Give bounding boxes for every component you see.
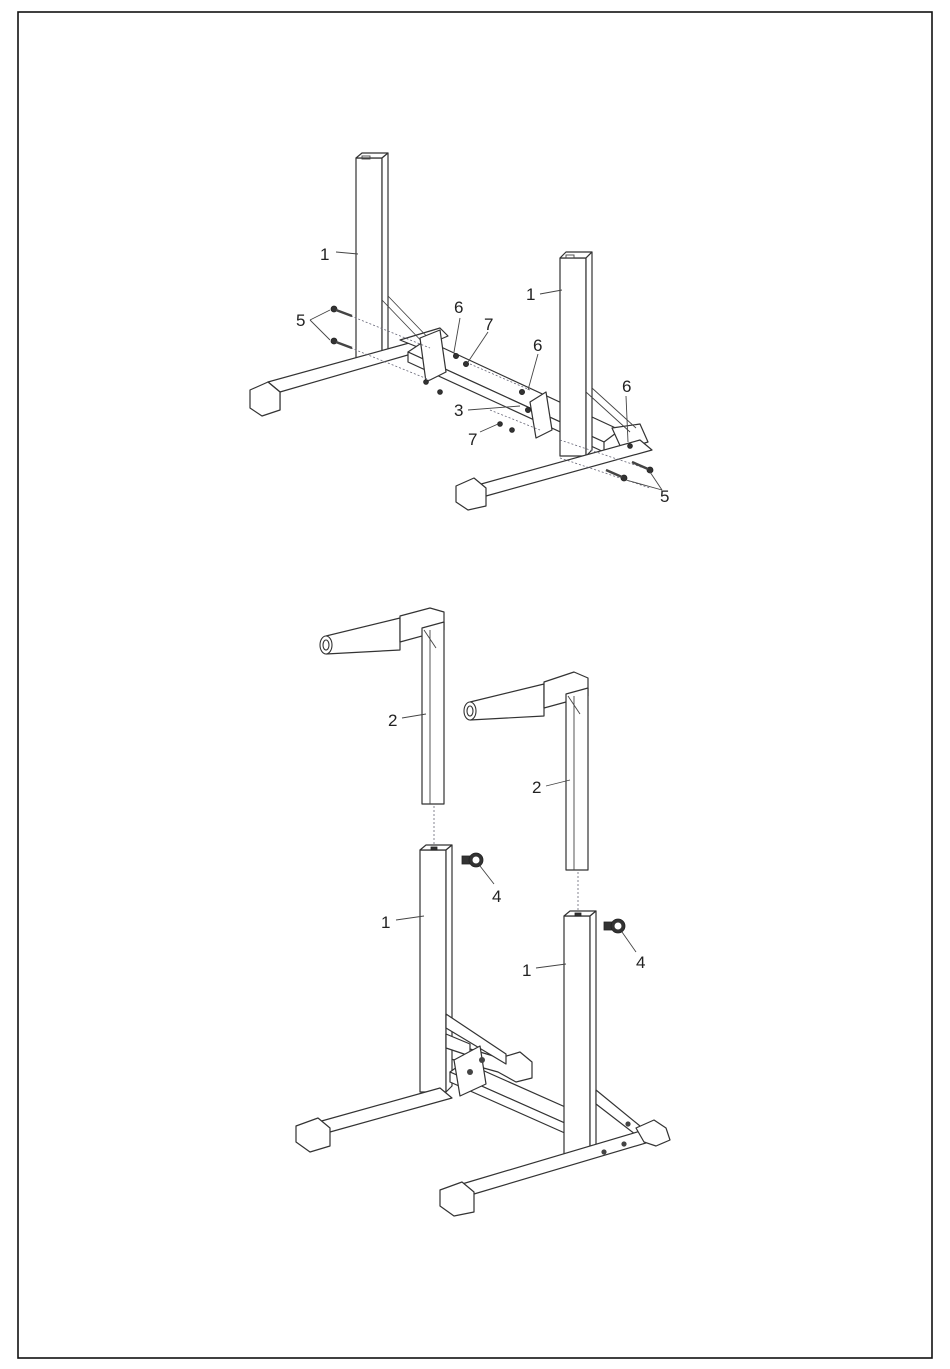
left-foot-lower-part — [296, 1088, 452, 1152]
callout-nut-b: 7 — [468, 430, 477, 449]
right-upright-part — [560, 252, 592, 456]
pin-knob-right-part — [604, 919, 625, 933]
callout-bolts-right: 5 — [660, 487, 669, 506]
callout-handle-left: 2 — [388, 711, 397, 730]
callout-upright-left-lower: 1 — [381, 913, 390, 932]
left-handle-part — [320, 608, 444, 804]
nut-hw — [510, 428, 515, 433]
callout-knob-left: 4 — [492, 887, 501, 906]
right-handle-part — [464, 672, 588, 870]
washer-hw — [525, 407, 530, 412]
callout-upright-right: 1 — [526, 285, 535, 304]
right-upright-lower-part — [564, 911, 596, 1154]
left-upright-part — [356, 153, 388, 362]
page-border — [18, 12, 932, 1358]
nut-hw — [424, 380, 429, 385]
washer-hw — [628, 444, 633, 449]
callout-crossbar: 3 — [454, 401, 463, 420]
callout-knob-right: 4 — [636, 953, 645, 972]
bolts-left-part — [331, 306, 352, 348]
handle-insertion-diagram: 2 2 1 1 4 4 — [296, 608, 670, 1216]
callout-washer-c: 6 — [622, 377, 631, 396]
callout-upright-left: 1 — [320, 245, 329, 264]
crossbar-part — [408, 330, 648, 452]
left-upright-lower-part — [420, 845, 452, 1092]
callout-washer-b: 6 — [533, 336, 542, 355]
bolts-right-part — [606, 462, 653, 481]
right-foot-lower-part — [440, 1120, 670, 1216]
callout-washer-a: 6 — [454, 298, 463, 317]
washer-hw — [453, 353, 458, 358]
callout-bolts-left: 5 — [296, 311, 305, 330]
exploded-base-diagram: 1 1 5 6 7 6 3 7 6 5 — [250, 153, 669, 510]
callout-nut-a: 7 — [484, 315, 493, 334]
washer-hw — [519, 389, 524, 394]
nut-hw — [498, 422, 503, 427]
nut-hw — [438, 390, 443, 395]
left-foot-part — [250, 328, 448, 416]
pin-knob-left-part — [462, 853, 483, 867]
callout-upright-right-lower: 1 — [522, 961, 531, 980]
nut-hw — [463, 361, 468, 366]
callout-handle-right: 2 — [532, 778, 541, 797]
